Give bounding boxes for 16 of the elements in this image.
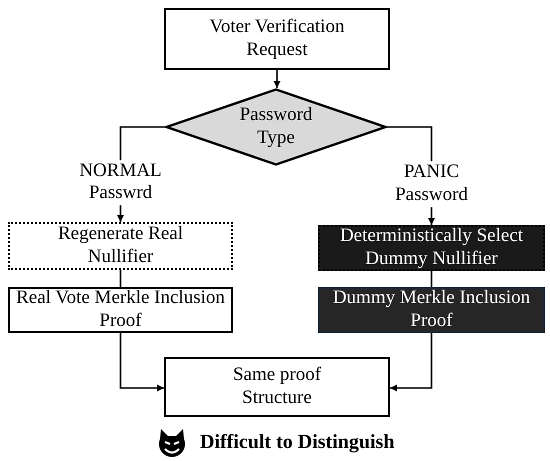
arrow <box>390 333 432 392</box>
decision-diamond <box>165 88 387 166</box>
node-text: Deterministically Select Dummy Nullifier <box>338 225 524 271</box>
node-text: Real Vote Merkle Inclusion Proof <box>15 287 226 333</box>
arrow <box>274 70 280 88</box>
process-box <box>318 225 545 271</box>
node-text: Same proof Structure <box>232 364 322 410</box>
node-text: Password Type <box>238 104 314 150</box>
process-box <box>8 222 233 270</box>
node-text: Dummy Merkle Inclusion Proof <box>332 287 532 333</box>
note-text: Difficult to Distinguish <box>200 431 394 454</box>
arrow <box>120 333 164 392</box>
node-text: Regenerate Real Nullifier <box>56 223 184 269</box>
process-box <box>164 8 390 70</box>
process-box <box>164 357 390 417</box>
node-text: Voter Verification Request <box>208 16 346 62</box>
